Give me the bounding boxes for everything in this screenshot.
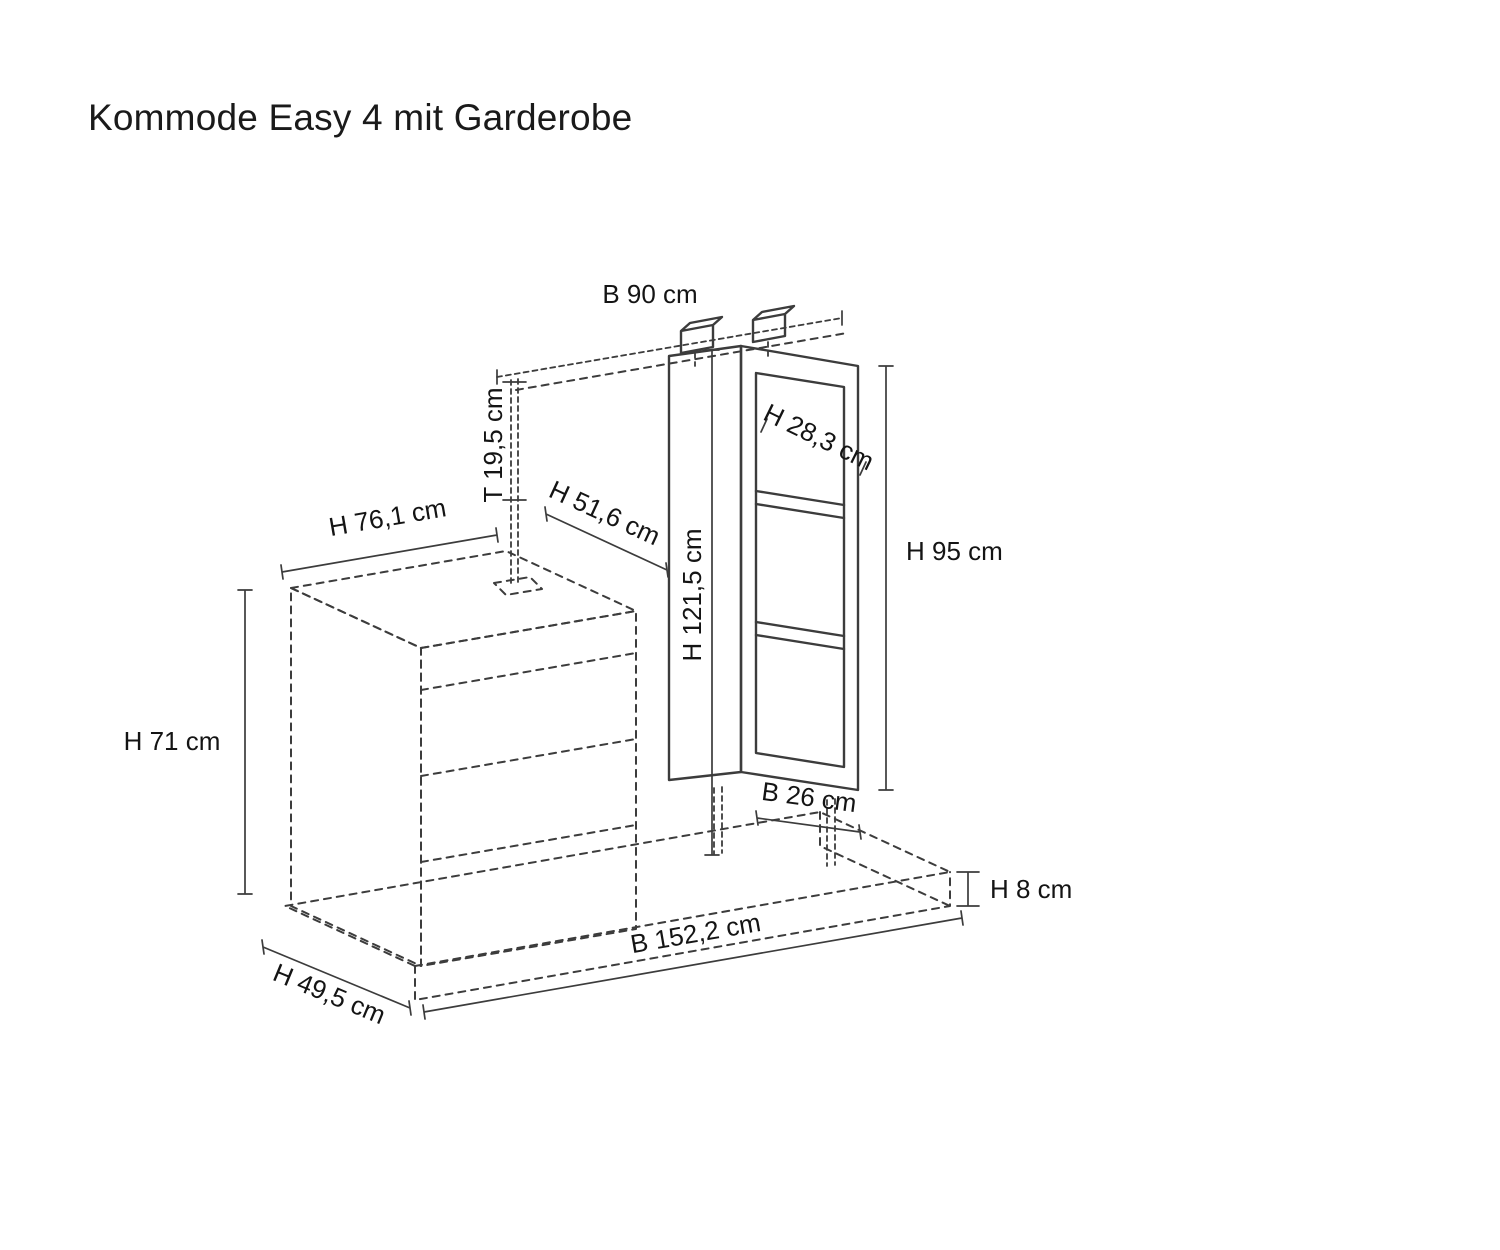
dim-label-panel-depth: T 19,5 cm [478,387,508,502]
dresser-front-face [420,610,637,967]
dashed-structure [284,332,951,1001]
dim-line-h71 [237,589,253,895]
dim-label-dresser-side-edge: H 51,6 cm [545,474,665,551]
dim-line-h8 [956,871,980,907]
dashed-connectors [496,317,843,867]
dresser-side-face [290,587,422,967]
dim-line-h516 [544,506,669,578]
dresser-top-face [290,550,637,649]
shelf-support-left [713,786,723,855]
dim-ticks-b90 [496,310,843,385]
shelf-opening [754,371,846,769]
dim-line-b90 [496,317,843,378]
dimension-lines [237,310,980,1020]
dim-label-compartment-height: H 28,3 cm [759,397,879,476]
dim-label-dresser-depth: H 49,5 cm [269,957,390,1030]
dim-label-shelf-height: H 95 cm [906,536,1003,566]
dim-ticks-h283 [760,418,867,476]
garderobe-panel-edge [515,332,848,391]
drawer-divider-2 [420,738,637,777]
base-front-edges [414,871,951,1001]
base-top-face [284,811,951,967]
rail-post-lines [510,378,519,586]
rail-mount-plate [493,576,543,596]
shelf-front-frame [739,344,860,792]
drawer-divider-1 [420,652,637,691]
dimension-labels: B 90 cm T 19,5 cm H 76,1 cm H 51,6 cm H … [124,279,1073,1030]
drawer-divider-3 [420,824,637,863]
dim-line-b26 [755,810,862,840]
dim-label-total-height: H 121,5 cm [677,529,707,662]
dim-ticks-t195 [502,381,527,501]
dim-line-b1522 [422,910,964,1020]
base-right-face [819,811,951,907]
dim-line-h495 [261,939,412,1016]
page-title: Kommode Easy 4 mit Garderobe [88,96,633,138]
shelf-support-right [826,798,836,867]
dim-label-base-height: H 8 cm [990,874,1072,904]
dim-label-panel-width: B 90 cm [602,279,697,309]
dim-line-h1215 [704,349,720,856]
dim-label-dresser-height: H 71 cm [124,726,221,756]
dim-line-h761 [280,527,499,580]
shelf-board-2 [754,620,846,651]
shelf-board-1 [754,489,846,520]
dim-label-shelf-width: B 26 cm [760,776,858,818]
wall-bracket-left [679,315,724,355]
bracket-drop-lines [694,341,769,367]
dim-label-dresser-top-edge: H 76,1 cm [327,492,449,542]
dim-line-h95 [878,365,894,791]
wall-bracket-right [751,304,796,344]
